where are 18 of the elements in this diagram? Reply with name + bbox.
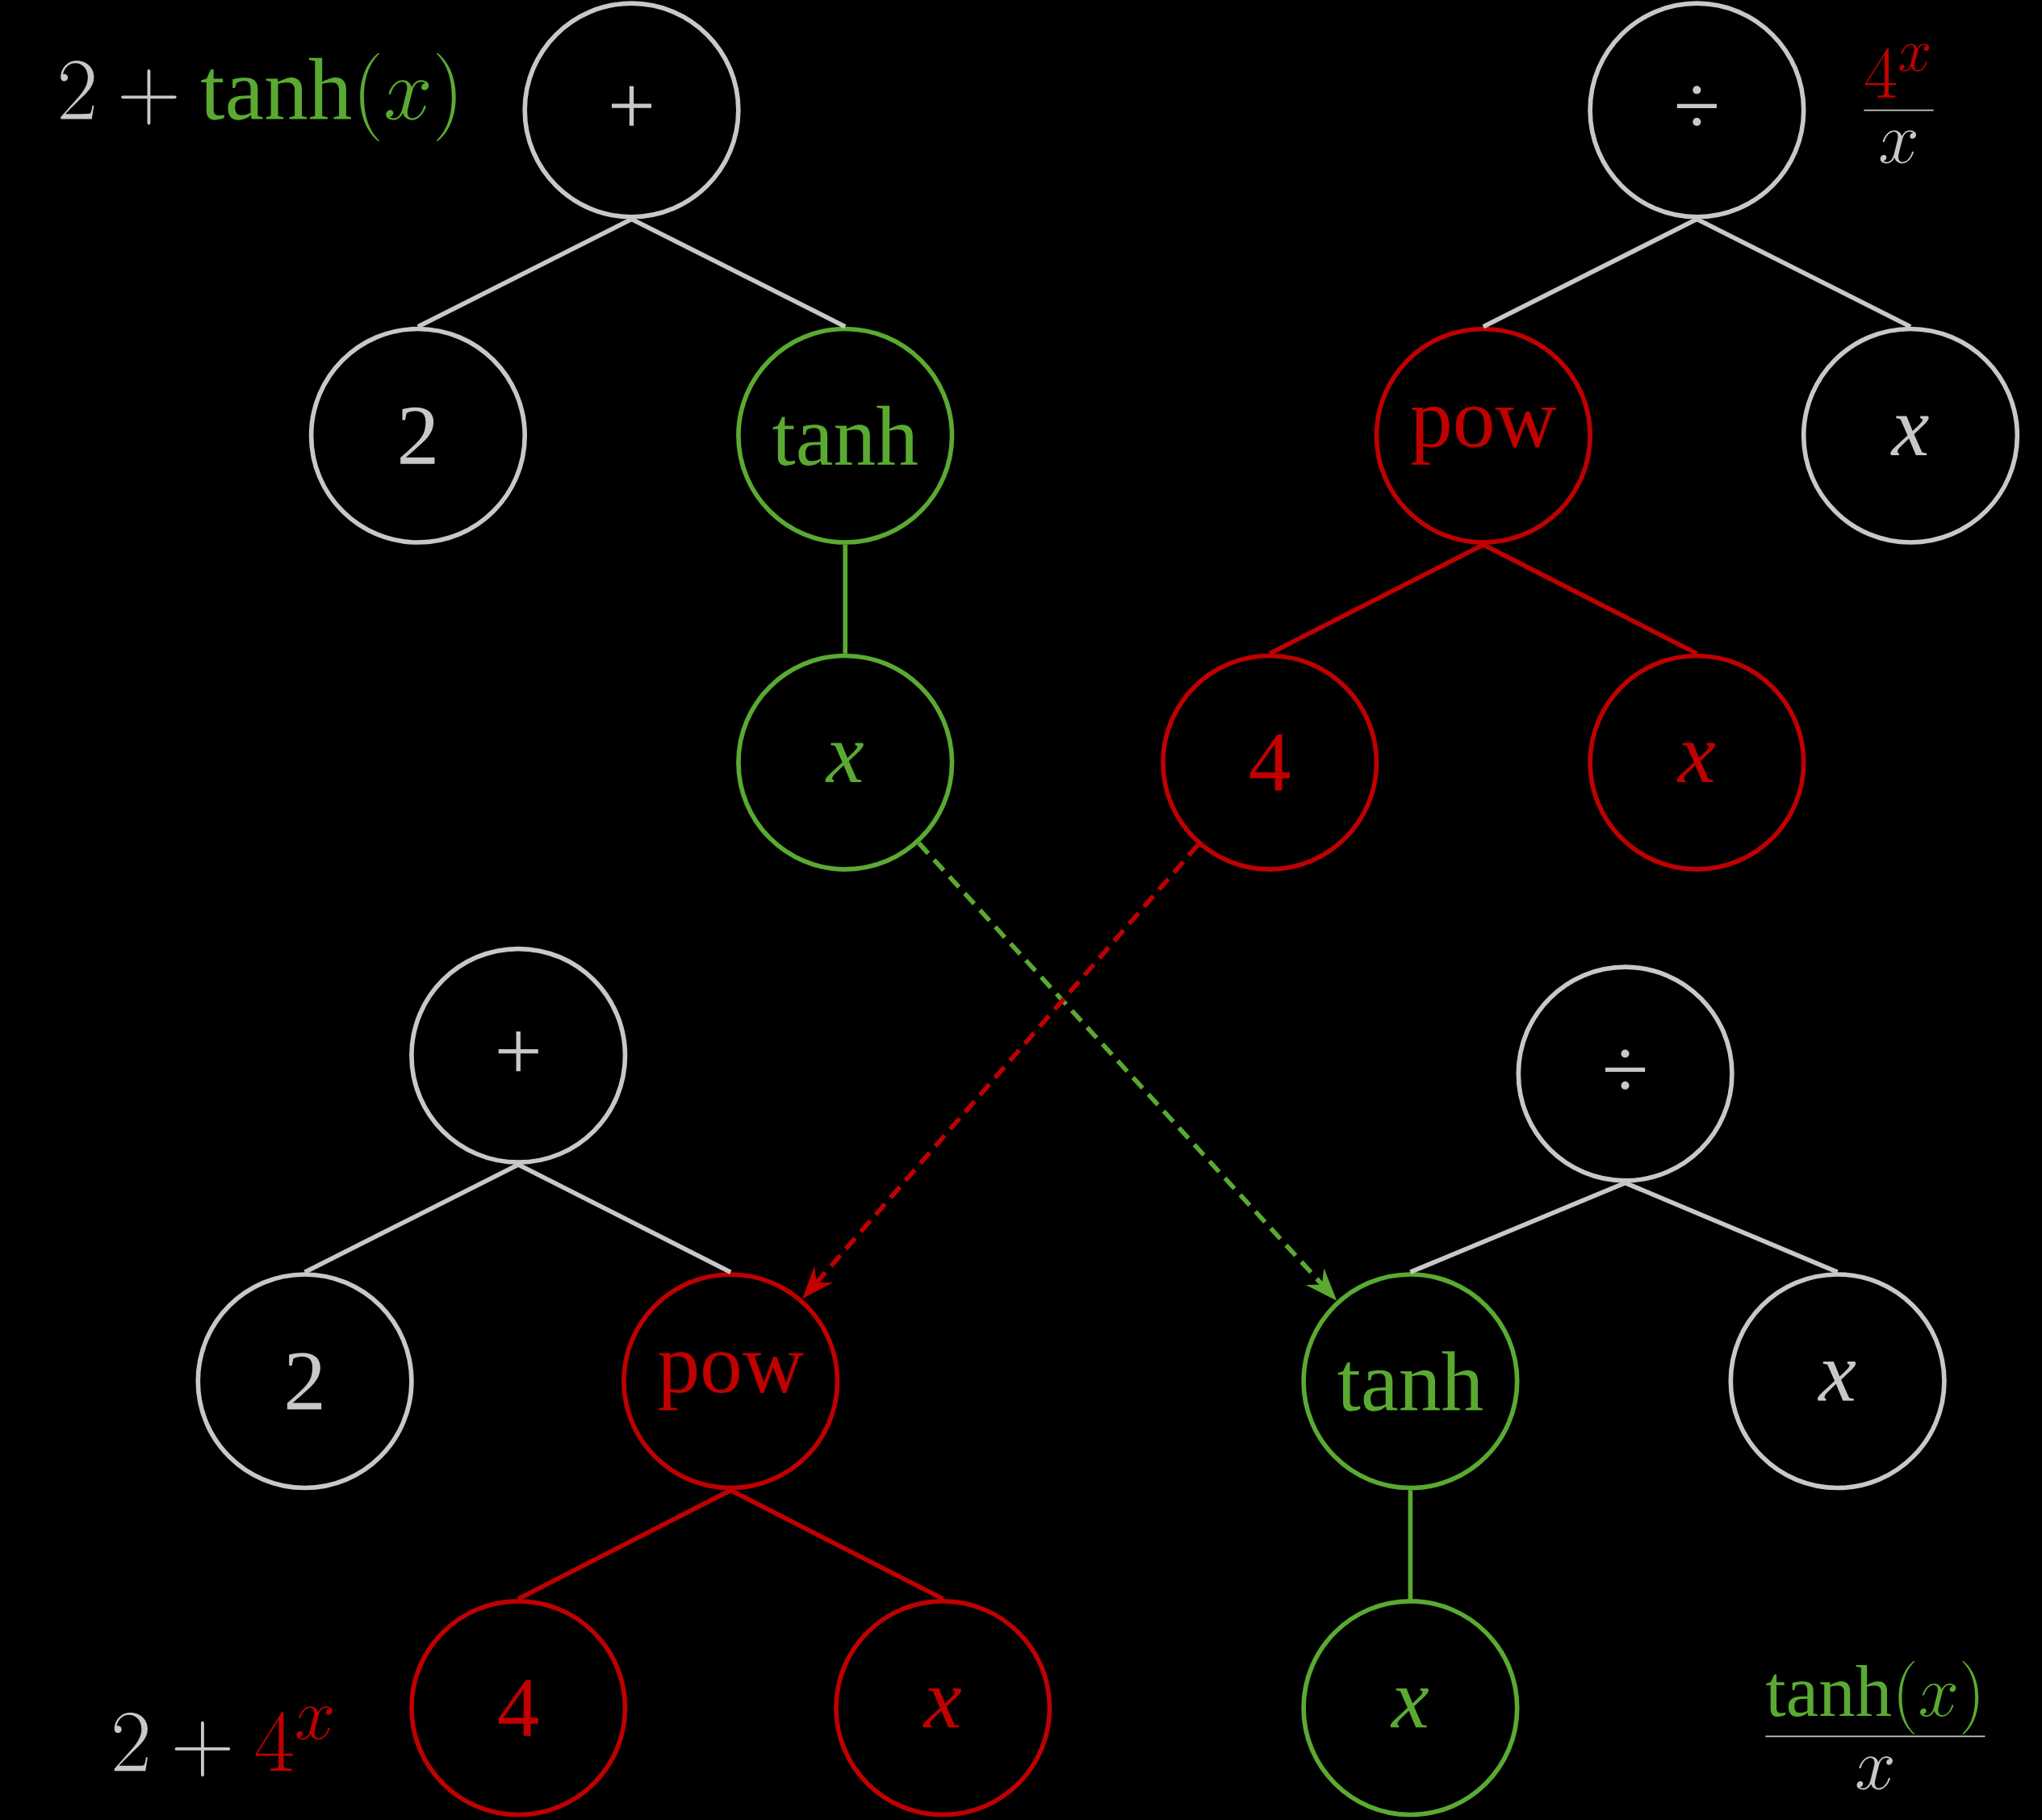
branch-line bbox=[517, 1487, 732, 1601]
branch-line bbox=[729, 1487, 944, 1601]
branch-line bbox=[1268, 542, 1485, 656]
branch-line bbox=[1409, 1181, 1626, 1274]
formula: $\frac{{\color{cred}4^x}}{x}$ bbox=[1864, 44, 1934, 164]
branch-line bbox=[416, 217, 633, 329]
branch-line bbox=[1408, 1490, 1413, 1600]
branch-line bbox=[1482, 542, 1698, 656]
branch-line bbox=[303, 1162, 520, 1274]
branch-line bbox=[1482, 217, 1698, 329]
branch-line bbox=[1696, 217, 1912, 329]
formula: $2+{\color{cred}4^x}$ bbox=[114, 1706, 333, 1777]
formula: $\frac{{\color{cgreen}\tanh(x)}}{x}$ bbox=[1765, 1660, 1986, 1790]
branch-line bbox=[1624, 1181, 1839, 1274]
branch-line bbox=[843, 544, 847, 654]
branch-line bbox=[630, 217, 847, 329]
formula: $2+{\color{cgreen}\tanh(x)}$ bbox=[61, 52, 456, 141]
branch-line bbox=[517, 1162, 732, 1274]
